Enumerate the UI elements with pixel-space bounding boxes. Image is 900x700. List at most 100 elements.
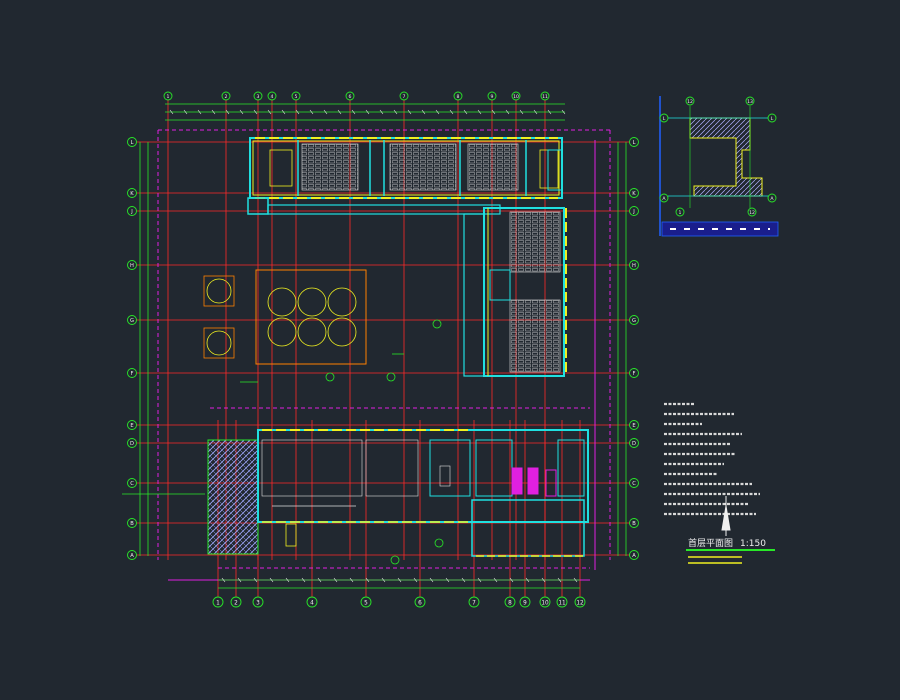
bottom-axis-bubble-label: 8: [508, 600, 512, 606]
left-axis-bubble: J: [127, 206, 137, 216]
top-axis-bubble: 5: [291, 91, 301, 101]
top-axis-bubble-label: 9: [491, 94, 494, 100]
inset-axis-bubble: 12: [747, 207, 757, 217]
bottom-axis-bubble-label: 5: [364, 600, 368, 606]
inset-axis-bubble: A: [767, 193, 777, 203]
right-axis-bubble: K: [629, 188, 639, 198]
right-axis-bubble-label: B: [632, 521, 636, 527]
bottom-axis-bubble-label: 1: [216, 600, 220, 606]
right-axis-bubble: L: [629, 137, 639, 147]
top-axis-bubble-label: 5: [295, 94, 298, 100]
inset-axis-bubble-label: A: [770, 196, 774, 202]
top-axis-bubble: 8: [453, 91, 463, 101]
top-axis-bubble: 2: [221, 91, 231, 101]
inset-axis-bubble-label: 12: [749, 210, 755, 216]
right-axis-bubble: B: [629, 518, 639, 528]
inset-axis-bubble-label: A: [662, 196, 666, 202]
bottom-axis-bubble: 10: [539, 596, 551, 608]
right-axis-bubble-label: J: [632, 209, 635, 215]
plan-title-block: 首层平面图 1:150: [686, 537, 775, 564]
inset-axis-bubble: 13: [745, 96, 755, 106]
right-axis-bubble-label: D: [632, 441, 636, 447]
bottom-axis-bubble-label: 3: [256, 600, 260, 606]
inset-axis-bubble: A: [659, 193, 669, 203]
top-axis-bubble: 7: [399, 91, 409, 101]
left-axis-bubble-label: G: [130, 318, 134, 324]
dimension-lines: [122, 103, 627, 589]
top-axis-bubble: 10: [511, 91, 521, 101]
bottom-axis-bubble-label: 12: [576, 600, 584, 606]
top-axis-bubble: 4: [267, 91, 277, 101]
right-axis-bubble: E: [629, 420, 639, 430]
right-axis-bubbles: L K J H G F E D C B A: [629, 137, 639, 560]
right-axis-bubble: F: [629, 368, 639, 378]
left-axis-bubble-label: B: [130, 521, 134, 527]
right-axis-bubble-label: F: [633, 371, 636, 377]
right-axis-bubble: C: [629, 478, 639, 488]
inset-axis-bubble-label: L: [771, 116, 774, 122]
left-axis-bubble-label: F: [131, 371, 134, 377]
plan-scale: 1:150: [740, 539, 766, 549]
right-axis-bubble-label: H: [632, 263, 636, 269]
top-axis-bubble-label: 7: [403, 94, 406, 100]
inset-detail: 12 13L L A A 1 12: [659, 96, 779, 237]
left-axis-bubble: D: [127, 438, 137, 448]
inset-axis-bubble: L: [767, 113, 777, 123]
top-axis-bubble-label: 11: [542, 94, 548, 100]
right-axis-bubble-label: E: [632, 423, 635, 429]
left-axis-bubble-label: H: [130, 263, 134, 269]
north-wing: [247, 137, 563, 215]
top-axis-bubble: 9: [487, 91, 497, 101]
top-axis-bubble-label: 1: [167, 94, 170, 100]
right-axis-bubble-label: A: [632, 553, 636, 559]
left-axis-bubble: L: [127, 137, 137, 147]
bottom-axis-bubble-label: 7: [472, 600, 476, 606]
right-axis-bubble-label: G: [632, 318, 636, 324]
right-axis-bubble: D: [629, 438, 639, 448]
top-axis-bubble-label: 8: [457, 94, 460, 100]
left-axis-bubble-label: K: [130, 191, 134, 197]
left-axis-bubble-label: L: [131, 140, 134, 146]
top-axis-bubble: 3: [253, 91, 263, 101]
bottom-axis-bubble-label: 2: [234, 600, 238, 606]
bottom-axis-bubble: 12: [574, 596, 586, 608]
right-axis-bubble: G: [629, 315, 639, 325]
left-axis-bubble: E: [127, 420, 137, 430]
bottom-axis-bubble-label: 6: [418, 600, 422, 606]
north-arrow-icon: [721, 496, 731, 536]
east-wing: [463, 149, 567, 377]
top-axis-bubble-label: 2: [225, 94, 228, 100]
inset-axis-bubble: L: [659, 113, 669, 123]
dimension-ticks: [169, 109, 578, 583]
top-axis-bubble-label: 6: [349, 94, 352, 100]
south-wing: [207, 429, 589, 565]
left-axis-bubble: K: [127, 188, 137, 198]
courtyard: [203, 269, 442, 383]
top-axis-bubble: 6: [345, 91, 355, 101]
left-axis-bubble: A: [127, 550, 137, 560]
bottom-axis-bubble: 2: [230, 596, 242, 608]
bottom-axis-bubble-label: 10: [541, 600, 549, 606]
bottom-axis-bubble-label: 4: [310, 600, 314, 606]
inset-axis-bubble-label: 1: [679, 210, 682, 216]
inset-axis-bubble-label: 12: [687, 99, 693, 105]
bottom-axis-bubble: 8: [504, 596, 516, 608]
left-axis-bubble: B: [127, 518, 137, 528]
left-axis-bubble-label: D: [130, 441, 134, 447]
inset-axis-bubble-label: L: [663, 116, 666, 122]
bottom-axis-bubble: 3: [252, 596, 264, 608]
bottom-axis-bubble-label: 11: [558, 600, 566, 606]
left-axis-bubble: C: [127, 478, 137, 488]
bottom-axis-bubble: 9: [519, 596, 531, 608]
right-axis-bubble: H: [629, 260, 639, 270]
inset-axis-bubble: 12: [685, 96, 695, 106]
right-axis-bubble-label: C: [632, 481, 636, 487]
top-axis-bubble-label: 10: [513, 94, 519, 100]
left-axis-bubble: F: [127, 368, 137, 378]
bottom-axis-bubble: 6: [414, 596, 426, 608]
plan-title: 首层平面图: [688, 537, 733, 549]
inset-axis-bubble-label: 13: [747, 99, 753, 105]
